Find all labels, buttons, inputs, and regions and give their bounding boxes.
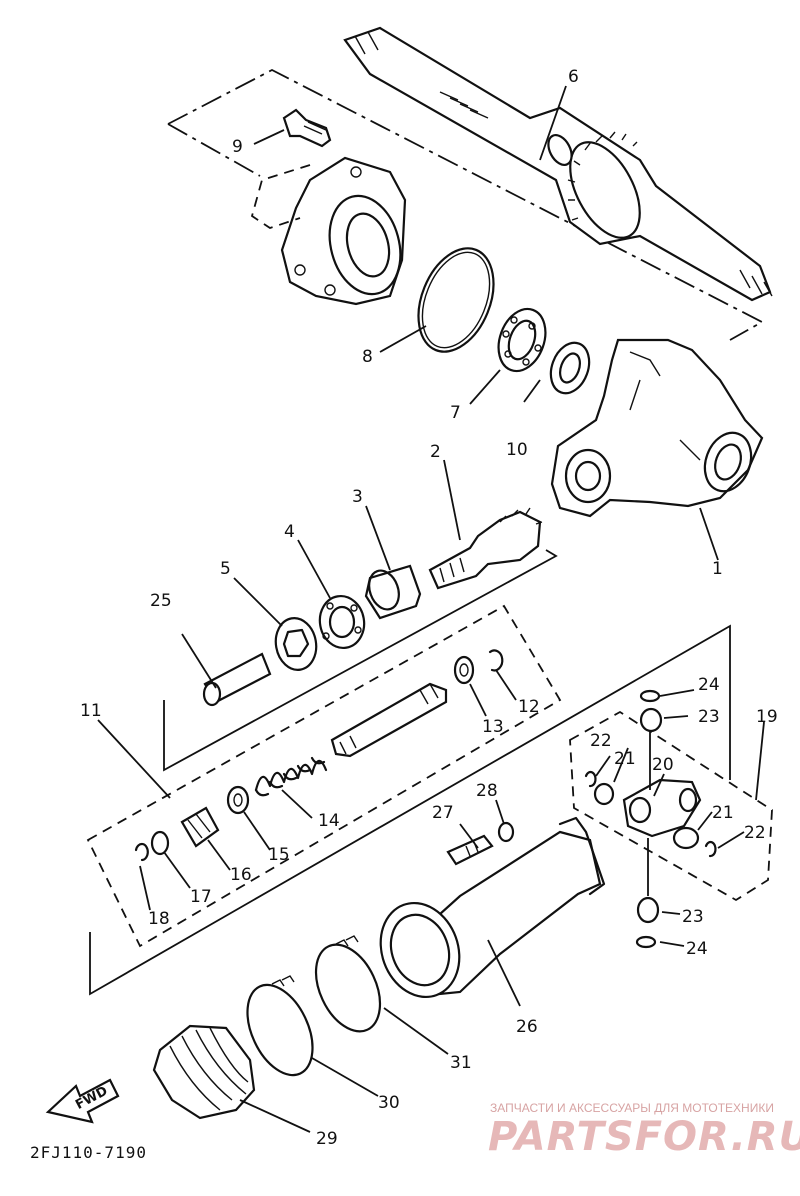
callout-1: 1 <box>712 559 723 579</box>
callout-25: 25 <box>150 591 172 611</box>
cam-16 <box>180 806 220 848</box>
nut-5 <box>274 617 318 671</box>
callout-labels: 1 2 3 4 5 6 7 8 9 10 11 12 13 14 15 16 1… <box>80 67 778 1149</box>
callout-7: 7 <box>450 403 461 423</box>
upper-group-boundary <box>167 68 764 341</box>
callout-21-left: 21 <box>614 749 636 769</box>
washer-17 <box>150 830 170 856</box>
drawing-code: 2FJ110-7190 <box>30 1143 147 1162</box>
callout-31: 31 <box>450 1053 472 1073</box>
callout-9: 9 <box>232 137 243 157</box>
callout-5: 5 <box>220 559 231 579</box>
bearing-7 <box>497 307 547 373</box>
clip-22-left <box>584 770 597 788</box>
clip-24-bottom <box>635 935 657 949</box>
clip-22-right <box>704 840 717 858</box>
callout-22-left: 22 <box>590 731 612 751</box>
callout-23-top: 23 <box>698 707 720 727</box>
clip-24-top <box>639 689 661 703</box>
callout-28: 28 <box>476 781 498 801</box>
group-19-boundary <box>569 710 773 902</box>
callout-30: 30 <box>378 1093 400 1113</box>
o-ring-8 <box>417 247 495 353</box>
callout-24-top: 24 <box>698 675 720 695</box>
final-gear-case-1 <box>550 338 764 518</box>
circlip-18 <box>134 842 149 862</box>
callout-6: 6 <box>568 67 579 87</box>
callout-3: 3 <box>352 487 363 507</box>
leader-lines <box>97 85 765 1133</box>
washer-15 <box>226 785 250 815</box>
callout-24-bottom: 24 <box>686 939 708 959</box>
bolt-9 <box>282 108 332 148</box>
callout-21-right: 21 <box>712 803 734 823</box>
washer-28 <box>497 821 515 843</box>
collar-3 <box>364 564 422 620</box>
callout-13: 13 <box>482 717 504 737</box>
callout-4: 4 <box>284 522 295 542</box>
callout-20: 20 <box>652 755 674 775</box>
drive-shaft-housing-26 <box>379 816 606 999</box>
rear-axle-shaft <box>343 26 773 302</box>
callout-10: 10 <box>506 440 528 460</box>
callout-18: 18 <box>148 909 170 929</box>
bearing-4 <box>318 595 366 649</box>
watermark-brand: PARTSFOR.RU <box>488 1114 800 1160</box>
callout-8: 8 <box>362 347 373 367</box>
watermark: ЗАПЧАСТИ И АКСЕССУАРЫ ДЛЯ МОТОТЕХНИКИ PA… <box>488 1101 800 1160</box>
callout-29: 29 <box>316 1129 338 1149</box>
washer-13 <box>453 655 475 685</box>
cap-23-top <box>639 707 663 733</box>
universal-joint-yoke <box>622 778 702 838</box>
callout-19: 19 <box>756 707 778 727</box>
joint-axis-lines <box>647 732 651 896</box>
group-11-boundary <box>86 604 562 948</box>
lower-group-bracket <box>89 624 731 996</box>
clamp-31 <box>314 935 382 1033</box>
callout-26: 26 <box>516 1017 538 1037</box>
group-bracket-line <box>163 549 558 772</box>
callout-23-bottom: 23 <box>682 907 704 927</box>
callout-15: 15 <box>268 845 290 865</box>
spring-14 <box>254 756 328 797</box>
clamp-30 <box>246 975 314 1077</box>
callout-27: 27 <box>432 803 454 823</box>
forward-direction-indicator: FWD <box>45 1078 120 1124</box>
callout-2: 2 <box>430 442 441 462</box>
bearing-housing-cover <box>250 156 407 306</box>
drive-pinion-gear-2 <box>428 507 543 590</box>
bearing-cap-21-left <box>593 782 615 806</box>
callout-22-right: 22 <box>744 823 766 843</box>
bolt-27 <box>446 834 494 866</box>
callout-11: 11 <box>80 701 102 721</box>
middle-drive-shaft <box>330 682 448 758</box>
callout-16: 16 <box>230 865 252 885</box>
bearing-cap-21-right <box>672 826 700 850</box>
watermark-caption: ЗАПЧАСТИ И АКСЕССУАРЫ ДЛЯ МОТОТЕХНИКИ <box>490 1101 774 1115</box>
spacer-tube-25 <box>202 652 272 707</box>
callout-12: 12 <box>518 697 540 717</box>
callout-14: 14 <box>318 811 340 831</box>
circlip-12 <box>488 649 504 672</box>
oil-seal-10 <box>549 341 591 395</box>
rubber-boot-29 <box>152 1024 256 1120</box>
cap-23-bottom <box>636 896 660 924</box>
callout-17: 17 <box>190 887 212 907</box>
